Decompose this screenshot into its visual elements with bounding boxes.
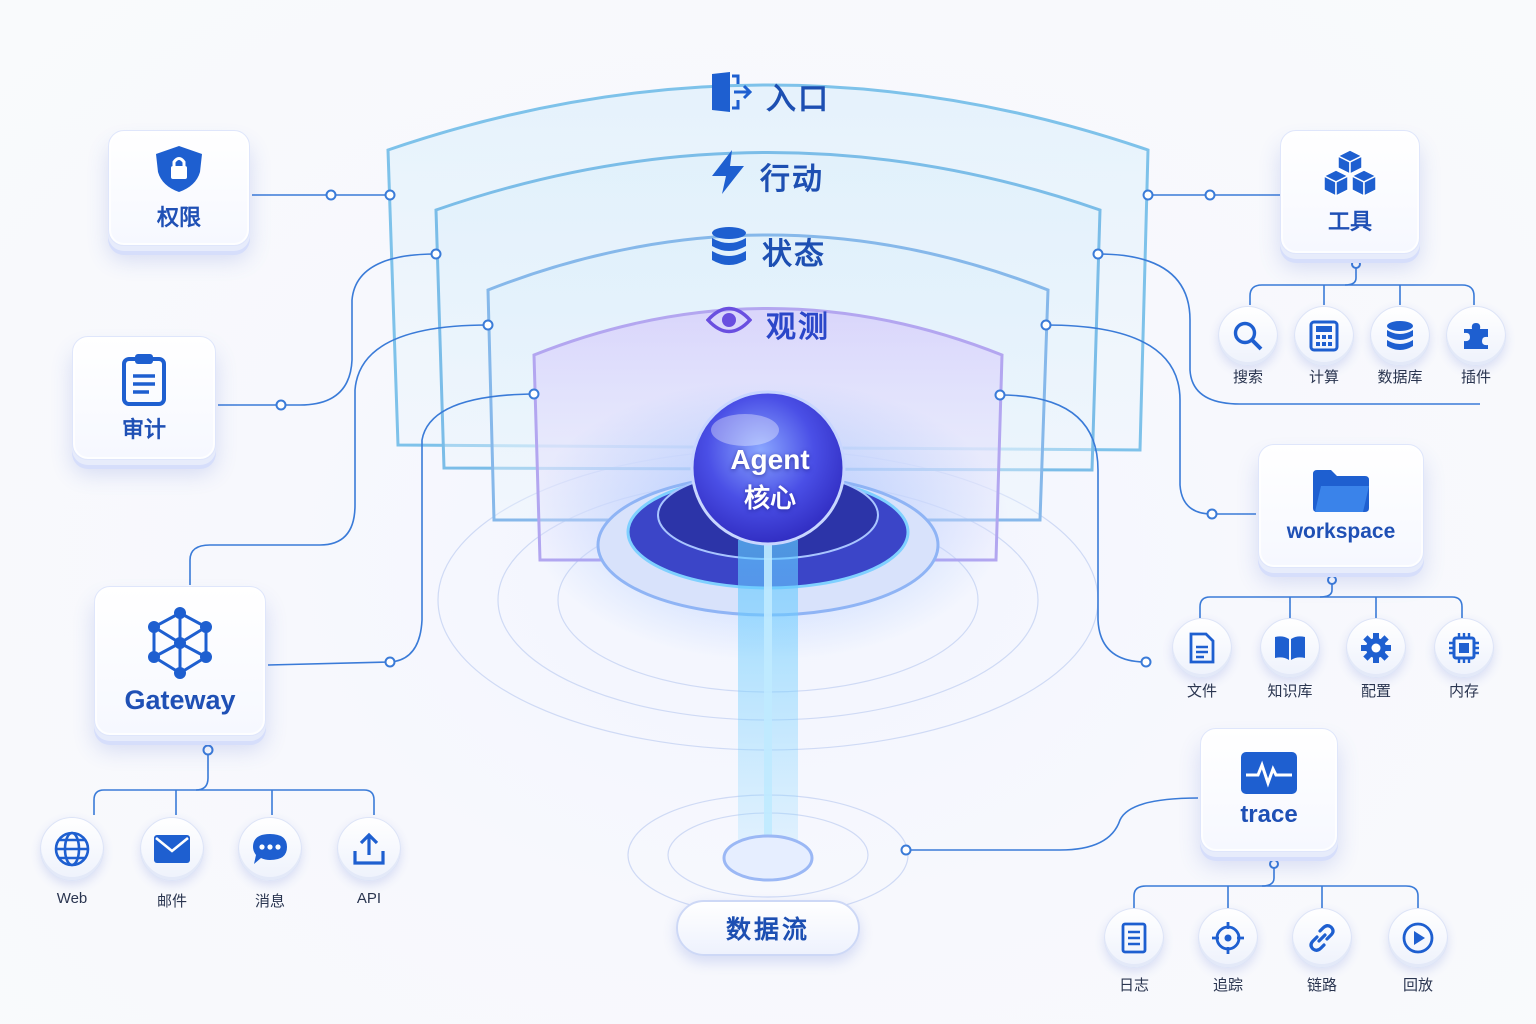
puzzle-icon	[1464, 323, 1488, 349]
layer-observe: 观测	[705, 302, 830, 346]
trace-replay[interactable]	[1388, 908, 1448, 968]
eye-icon	[705, 303, 753, 345]
pulse-monitor-icon	[1240, 751, 1298, 795]
globe-icon	[54, 831, 90, 867]
upload-icon	[353, 832, 385, 865]
connector-nodes	[202, 189, 1361, 869]
channel-message[interactable]	[238, 817, 302, 881]
trace-tracking[interactable]	[1198, 908, 1258, 968]
lightning-icon	[710, 150, 746, 202]
door-entry-icon	[708, 70, 753, 122]
tool-database[interactable]	[1370, 306, 1430, 366]
book-icon	[1275, 636, 1305, 660]
channel-mail-label: 邮件	[156, 893, 187, 910]
card-permission[interactable]: 权限	[108, 130, 250, 246]
ws-memory-label: 内存	[1448, 683, 1479, 700]
card-trace-label: trace	[1240, 801, 1298, 828]
agent-core-line2: 核心	[743, 483, 796, 513]
trace-log-label: 日志	[1118, 977, 1149, 994]
database-icon	[1387, 321, 1413, 350]
card-tools[interactable]: 工具	[1280, 130, 1420, 254]
layer-observe-label: 观测	[766, 311, 830, 344]
card-gateway[interactable]: Gateway	[94, 586, 266, 736]
card-workspace-label: workspace	[1286, 520, 1396, 543]
agent-core-orb	[690, 390, 846, 546]
play-icon	[1402, 922, 1434, 954]
trace-chain-label: 链路	[1306, 977, 1337, 994]
ws-knowledge-label: 知识库	[1267, 683, 1313, 700]
ws-file-label: 文件	[1186, 683, 1217, 700]
ws-memory[interactable]	[1434, 618, 1494, 678]
network-icon	[144, 606, 216, 679]
ws-config[interactable]	[1346, 618, 1406, 678]
log-document-icon	[1121, 922, 1147, 954]
channel-api-label: API	[356, 890, 382, 907]
layer-state-label: 状态	[762, 238, 826, 271]
tool-plugin-label: 插件	[1460, 369, 1491, 386]
calculator-icon	[1309, 320, 1339, 352]
folder-icon	[1311, 468, 1371, 514]
database-icon	[710, 226, 748, 276]
trace-log[interactable]	[1104, 908, 1164, 968]
card-audit-label: 审计	[121, 417, 166, 442]
search-icon	[1233, 321, 1263, 351]
document-icon	[1189, 632, 1215, 664]
channel-mail[interactable]	[140, 817, 204, 881]
connectors	[93, 194, 1480, 908]
channel-message-label: 消息	[254, 893, 285, 910]
mail-icon	[154, 835, 190, 863]
dataflow-pill: 数据流	[676, 900, 860, 956]
channel-api[interactable]	[337, 817, 401, 881]
channel-web[interactable]	[40, 817, 104, 881]
gear-icon	[1361, 633, 1391, 663]
trace-replay-label: 回放	[1402, 977, 1433, 994]
tool-calc[interactable]	[1294, 306, 1354, 366]
shield-lock-icon	[152, 144, 206, 194]
layer-action: 行动	[710, 150, 824, 202]
card-gateway-label: Gateway	[124, 684, 236, 715]
agent-core-line1: Agent	[730, 444, 810, 475]
clipboard-icon	[119, 352, 169, 406]
layer-action-label: 行动	[760, 163, 824, 196]
tool-search[interactable]	[1218, 306, 1278, 366]
chat-bubble-icon	[253, 834, 287, 864]
layer-state: 状态	[710, 226, 826, 276]
orb-highlight	[711, 414, 779, 446]
layer-entry: 入口	[708, 70, 830, 122]
chip-icon	[1449, 633, 1479, 663]
link-icon	[1309, 924, 1335, 952]
ws-knowledge[interactable]	[1260, 618, 1320, 678]
ws-file[interactable]	[1172, 618, 1232, 678]
tool-search-label: 搜索	[1232, 369, 1263, 386]
beam-base	[722, 834, 814, 882]
crosshair-icon	[1212, 922, 1244, 954]
tool-database-label: 数据库	[1377, 369, 1423, 386]
agent-core-label: Agent 核心	[688, 444, 852, 515]
card-audit[interactable]: 审计	[72, 336, 216, 460]
card-tools-label: 工具	[1327, 209, 1372, 234]
trace-tracking-label: 追踪	[1212, 977, 1243, 994]
card-workspace[interactable]: workspace	[1258, 444, 1424, 568]
ws-config-label: 配置	[1360, 683, 1391, 700]
tool-plugin[interactable]	[1446, 306, 1506, 366]
trace-chain[interactable]	[1292, 908, 1352, 968]
card-trace[interactable]: trace	[1200, 728, 1338, 852]
data-beam-center	[764, 540, 772, 860]
card-permission-label: 权限	[156, 205, 201, 230]
cubes-icon	[1322, 148, 1378, 198]
layer-entry-label: 入口	[766, 83, 830, 116]
channel-web-label: Web	[56, 890, 88, 907]
tool-calc-label: 计算	[1308, 369, 1339, 386]
